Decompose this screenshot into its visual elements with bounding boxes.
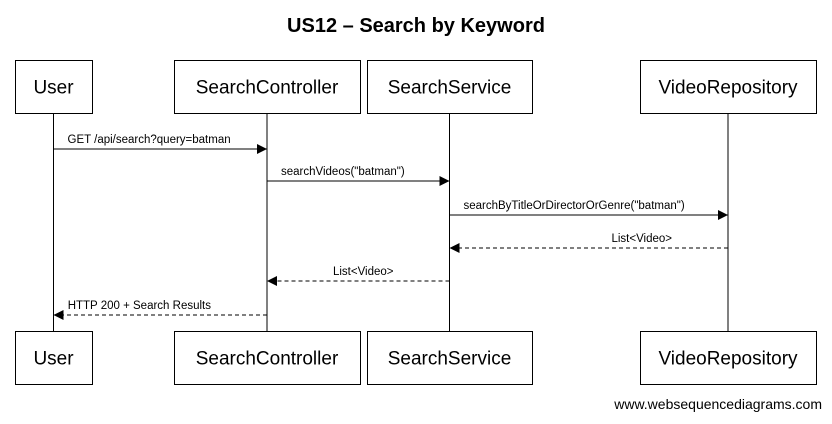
message-label-6: HTTP 200 + Search Results [68, 300, 212, 312]
participants-bottom: User SearchController SearchService VideoRe… [15, 331, 817, 385]
message-label-3: searchByTitleOrDirectorOrGenre("batman") [464, 200, 685, 212]
participant-box-bottom-controller [174, 331, 361, 385]
participant-label-top-controller: SearchController [196, 78, 339, 99]
message-5: List<Video> [267, 266, 450, 286]
participants-top: User SearchController SearchService VideoRe… [15, 60, 817, 114]
diagram-title: US12 – Search by Keyword [287, 15, 545, 37]
participant-label-top-service: SearchService [388, 78, 512, 99]
participant-box-bottom-repository [640, 331, 817, 385]
participant-box-top-controller [174, 60, 361, 114]
message-label-4: List<Video> [611, 233, 672, 245]
message-6: HTTP 200 + Search Results [53, 300, 267, 320]
participant-box-bottom-service [367, 331, 533, 385]
participant-box-top-user [15, 60, 93, 114]
message-1: GET /api/search?query=batman [53, 134, 267, 154]
participant-label-top-user: User [33, 78, 74, 99]
participant-box-bottom-user [15, 331, 93, 385]
participant-label-bottom-service: SearchService [388, 349, 512, 370]
message-label-5: List<Video> [333, 266, 394, 278]
message-2: searchVideos("batman") [267, 166, 450, 186]
message-label-1: GET /api/search?query=batman [68, 134, 231, 146]
message-3: searchByTitleOrDirectorOrGenre("batman") [449, 200, 728, 220]
footer-credit: www.websequencediagrams.com [613, 396, 822, 412]
participant-label-top-repository: VideoRepository [658, 78, 798, 99]
messages: GET /api/search?query=batman searchVideos… [53, 134, 728, 320]
participant-label-bottom-user: User [33, 349, 74, 370]
participant-label-bottom-repository: VideoRepository [658, 349, 798, 370]
participant-box-top-service [367, 60, 533, 114]
participant-box-top-repository [640, 60, 817, 114]
message-4: List<Video> [449, 233, 728, 253]
participant-label-bottom-controller: SearchController [196, 349, 339, 370]
message-label-2: searchVideos("batman") [281, 166, 405, 178]
